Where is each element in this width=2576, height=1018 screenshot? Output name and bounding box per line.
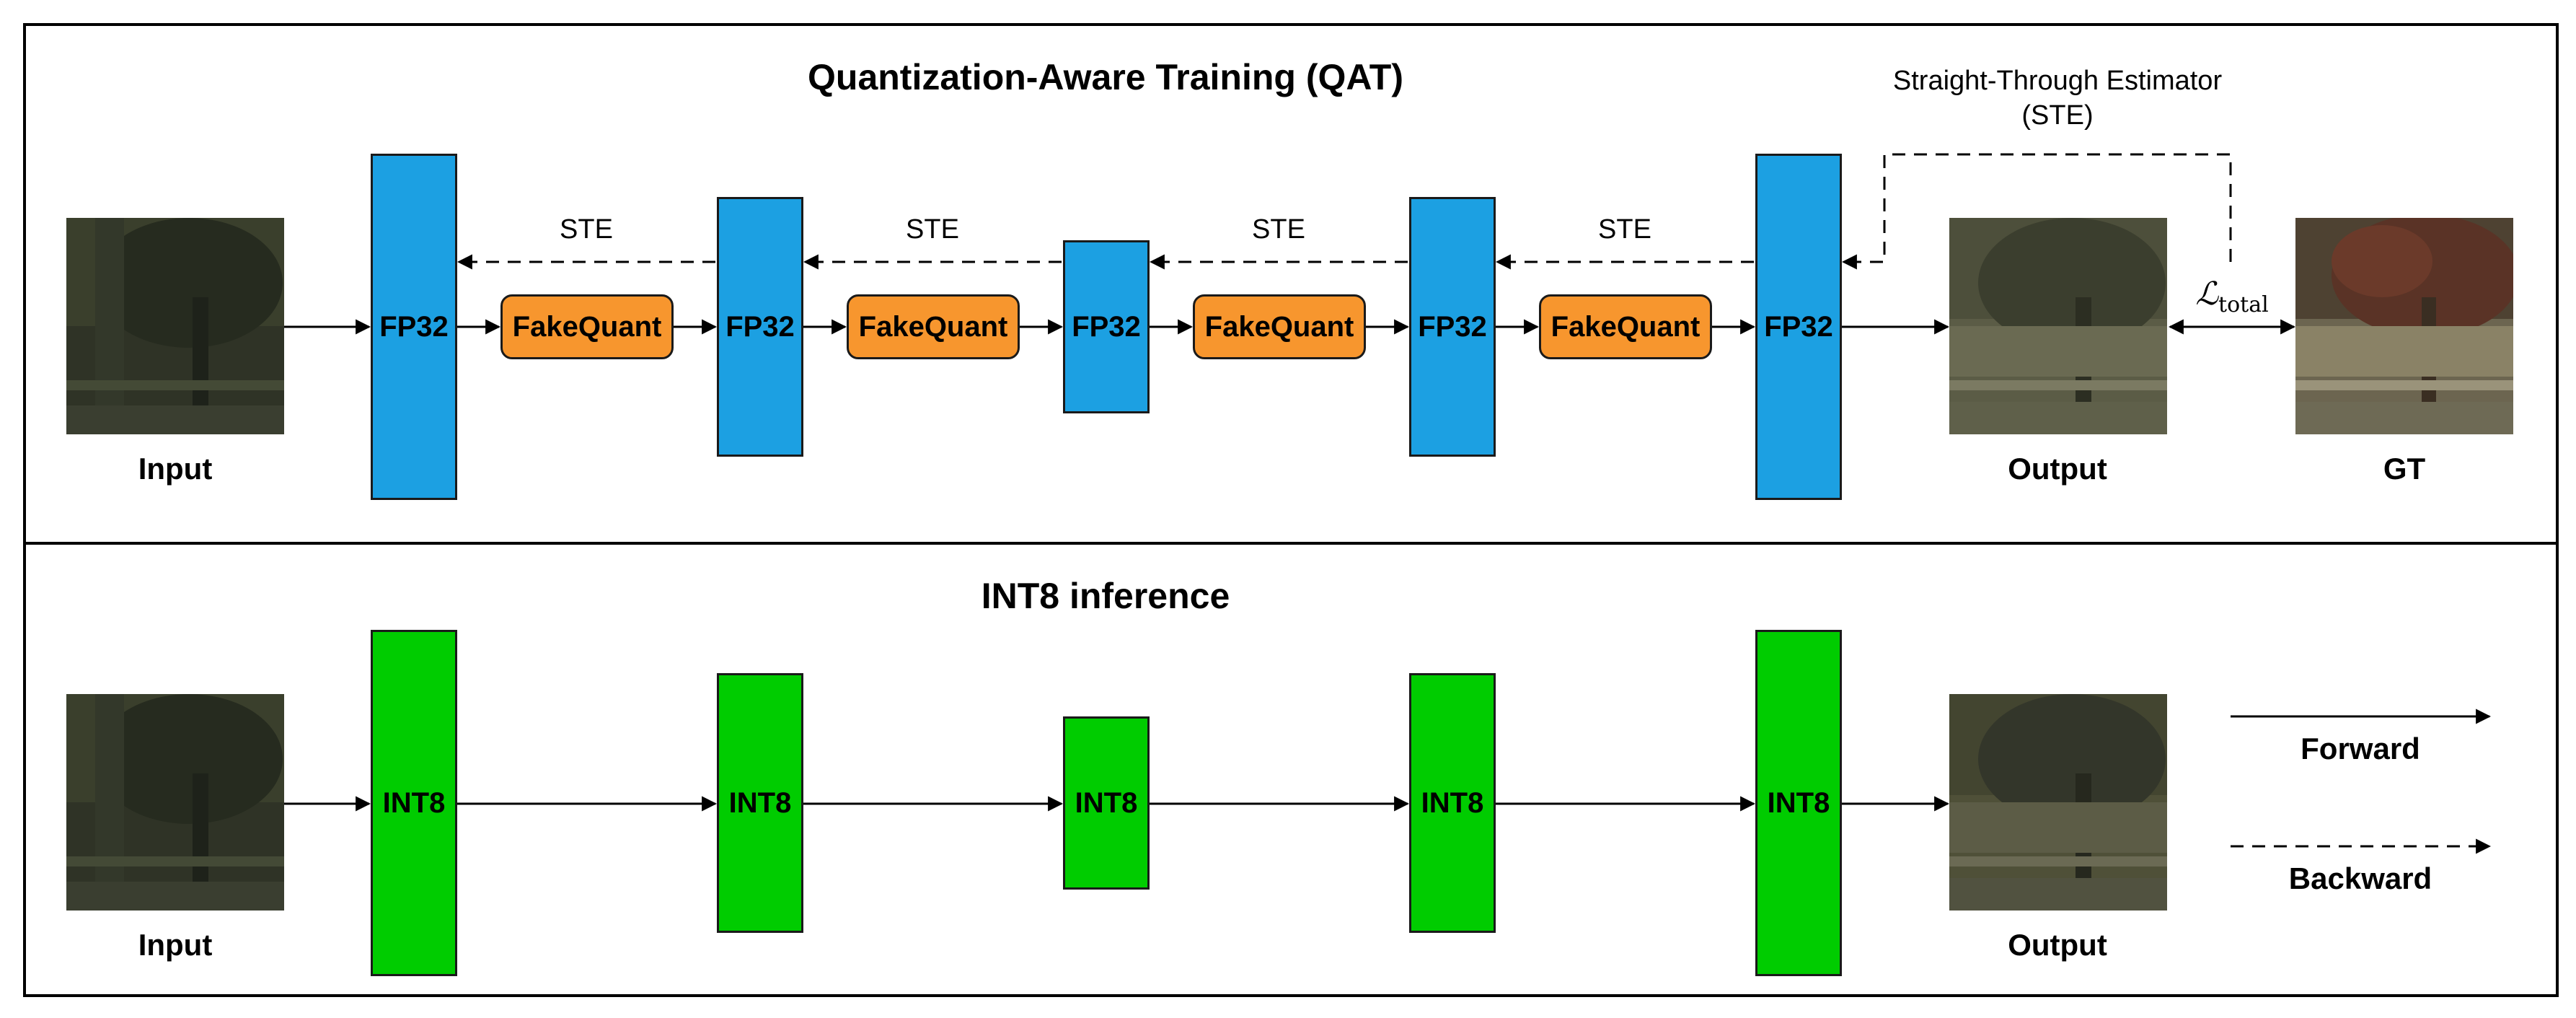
- fakequant-2: FakeQuant: [847, 294, 1020, 359]
- loss-label: ℒtotal: [2195, 276, 2269, 317]
- output-image-int8: [1949, 694, 2167, 911]
- fakequant-3: FakeQuant: [1193, 294, 1366, 359]
- output-image-qat: [1949, 218, 2167, 434]
- output-label-int8: Output: [2008, 928, 2107, 962]
- input-label-int8: Input: [138, 928, 213, 962]
- fp32-layer-3: FP32: [1063, 240, 1150, 413]
- fp32-layer-5: FP32: [1755, 154, 1842, 500]
- int8-layer-5: INT8: [1755, 630, 1842, 976]
- int8-layer-1: INT8: [371, 630, 457, 976]
- ste-label-1: STE: [560, 214, 613, 245]
- input-image-qat: [66, 218, 284, 434]
- gt-label: GT: [2383, 452, 2426, 486]
- legend-backward-label: Backward: [2288, 861, 2432, 895]
- loss-subscript: total: [2218, 291, 2269, 317]
- ste-estimator-line2: (STE): [2021, 100, 2094, 131]
- fp32-layer-1: FP32: [371, 154, 457, 500]
- ste-label-2: STE: [906, 214, 959, 245]
- legend-forward-label: Forward: [2301, 732, 2420, 765]
- fakequant-4: FakeQuant: [1539, 294, 1712, 359]
- int8-layer-3: INT8: [1063, 716, 1150, 890]
- gt-image: [2295, 218, 2513, 434]
- output-label-qat: Output: [2008, 452, 2107, 486]
- fakequant-1: FakeQuant: [500, 294, 674, 359]
- input-image-int8: [66, 694, 284, 911]
- qat-title: Quantization-Aware Training (QAT): [808, 57, 1403, 97]
- int8-layer-2: INT8: [717, 673, 803, 933]
- int8-layer-4: INT8: [1409, 673, 1496, 933]
- fp32-layer-4: FP32: [1409, 197, 1496, 457]
- int8-title: INT8 inference: [981, 576, 1230, 616]
- fp32-layer-2: FP32: [717, 197, 803, 457]
- ste-label-3: STE: [1252, 214, 1305, 245]
- ste-estimator-line1: Straight-Through Estimator: [1892, 66, 2223, 96]
- ste-label-4: STE: [1598, 214, 1651, 245]
- input-label-qat: Input: [138, 452, 213, 486]
- ste-estimator-note: Straight-Through Estimator (STE): [1893, 63, 2222, 133]
